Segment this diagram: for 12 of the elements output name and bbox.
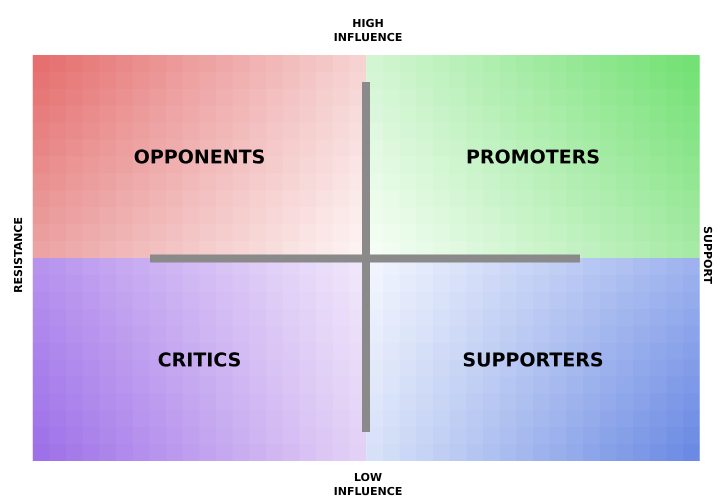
axis-label: RESISTANCE — [14, 218, 22, 292]
quadrant-box: SUPPORTERS — [366, 258, 700, 461]
quadrant-box: CRITICS — [32, 258, 366, 461]
node-label: PROMOTERS — [468, 149, 599, 164]
node-label: SUPPORTERS — [464, 352, 602, 367]
axis-label: SUPPORT — [704, 226, 712, 284]
quadrant-box: OPPONENTS — [32, 55, 366, 258]
node-label: CRITICS — [158, 352, 240, 367]
node-label: OPPONENTS — [134, 149, 264, 164]
axis-label: HIGH INFLUENCE — [334, 18, 402, 42]
quadrant-box: PROMOTERS — [366, 55, 700, 258]
axis-label: LOW INFLUENCE — [334, 472, 402, 496]
